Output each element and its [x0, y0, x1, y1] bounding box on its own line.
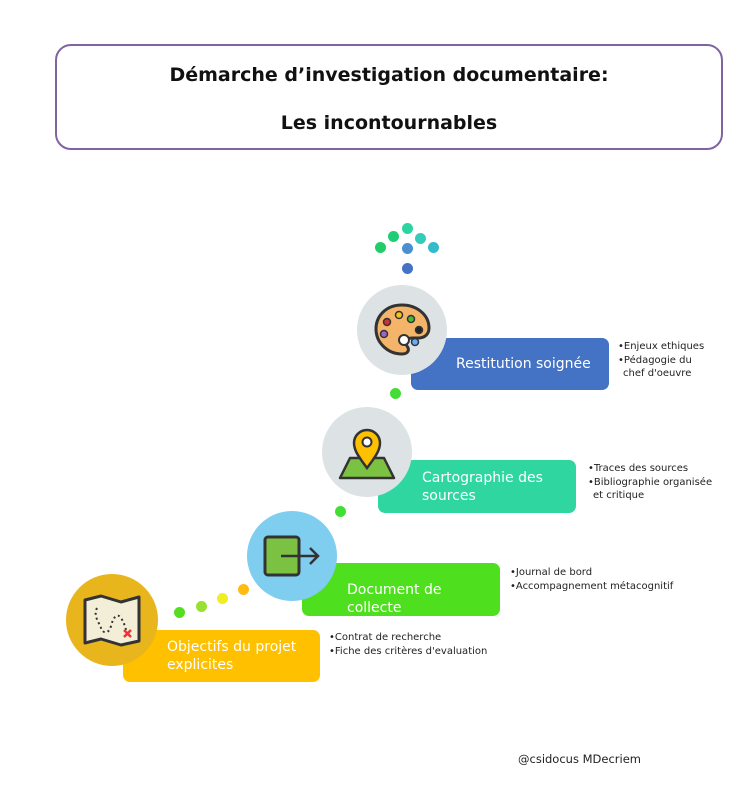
step-label-line-2: sources	[422, 488, 476, 504]
decor-dot	[402, 263, 413, 274]
step-bullets: •Journal de bord •Accompagnement métacog…	[510, 566, 673, 593]
step-label-line-1: Cartographie des	[422, 470, 543, 486]
step-objectifs: Objectifs du projet explicites	[123, 630, 320, 682]
path-dot	[238, 584, 249, 595]
bullet: et critique	[593, 490, 645, 501]
bullet: •Enjeux ethiques	[618, 341, 705, 352]
path-dot	[390, 388, 401, 399]
bullet: •Journal de bord	[510, 567, 593, 578]
bullet: chef d'oeuvre	[623, 368, 692, 379]
decor-dot	[415, 233, 426, 244]
path-dot	[217, 593, 228, 604]
step-label: Document de collecte	[347, 582, 442, 616]
decor-dot	[402, 223, 413, 234]
treasure-map-icon	[83, 594, 141, 647]
credit: @csidocus MDecriem	[518, 752, 641, 766]
export-arrow-icon	[263, 535, 320, 577]
export-circle	[247, 511, 337, 601]
bullet: •Traces des sources	[588, 463, 689, 474]
decor-dot	[375, 242, 386, 253]
step-label-line-1: Objectifs du projet	[167, 639, 297, 655]
bullet: •Bibliographie organisée	[588, 476, 713, 488]
bullet: •Pédagogie du	[618, 354, 692, 366]
treasure-map-circle	[66, 574, 158, 666]
palette-icon	[374, 303, 431, 356]
step-document-collecte: Document de collecte	[302, 563, 500, 616]
bullet: •Contrat de recherche	[329, 632, 442, 643]
path-dot	[335, 506, 346, 517]
decor-dot	[428, 242, 439, 253]
path-dot	[174, 607, 185, 618]
map-pin-icon	[338, 428, 396, 480]
title-line-1: Démarche d’investigation documentaire:	[169, 64, 609, 86]
path-dot	[196, 601, 207, 612]
bullet: •Fiche des critères d'evaluation	[329, 645, 488, 657]
step-bullets: •Traces des sources •Bibliographie organ…	[588, 462, 712, 503]
step-bullets: •Contrat de recherche •Fiche des critère…	[329, 631, 487, 658]
decor-dot	[388, 231, 399, 242]
palette-circle	[357, 285, 447, 375]
title-line-2: Les incontournables	[280, 112, 498, 134]
map-pin-circle	[322, 407, 412, 497]
step-bullets: •Enjeux ethiques •Pédagogie du chef d'oe…	[618, 340, 704, 381]
title-box: Démarche d’investigation documentaire: L…	[55, 44, 723, 150]
step-restitution: Restitution soignée	[411, 338, 609, 390]
decor-dot	[402, 243, 413, 254]
bullet: •Accompagnement métacognitif	[510, 580, 674, 592]
step-cartographie: Cartographie des sources	[378, 460, 576, 513]
step-label-line-2: explicites	[167, 657, 234, 673]
step-label: Restitution soignée	[456, 356, 591, 372]
